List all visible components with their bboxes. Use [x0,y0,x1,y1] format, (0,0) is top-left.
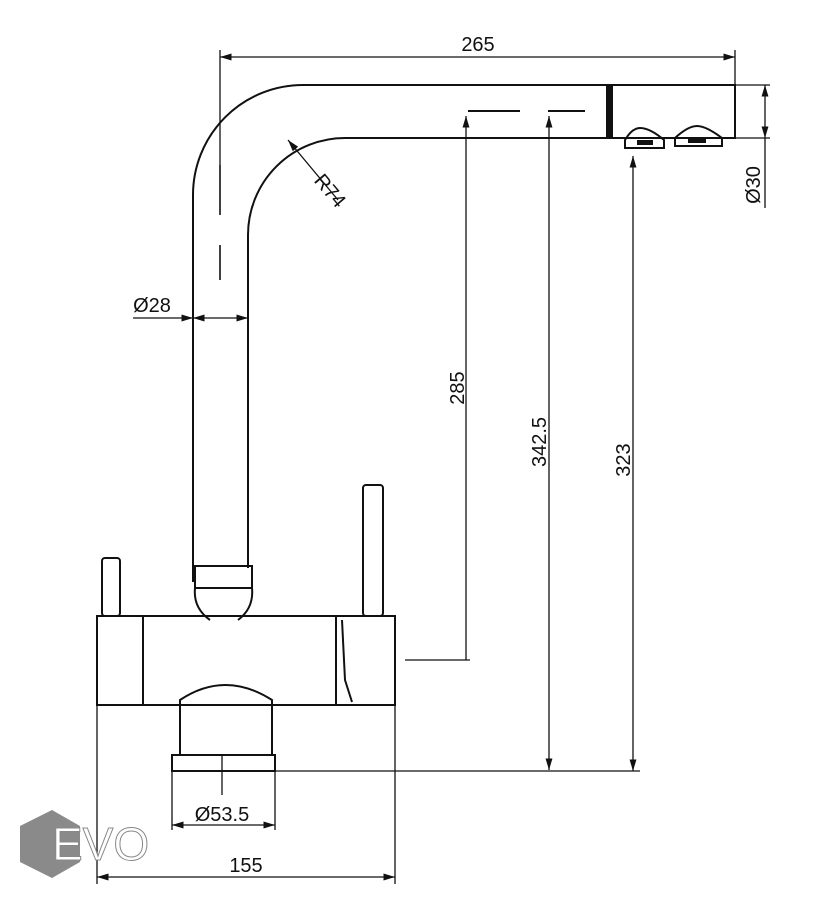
dimension-bend-radius: R74 [287,139,350,212]
label-d28: Ø28 [133,295,171,317]
dimension-285: 285 [405,116,470,661]
dimension-shank-diameter: Ø53.5 [171,771,276,830]
dimension-column-diameter: Ø28 [133,295,248,322]
label-d53-5: Ø53.5 [195,804,249,826]
nozzle-icon [624,126,665,149]
spout-head [606,84,736,149]
evo-logo: EVO [20,810,150,878]
right-handle [362,484,384,617]
label-155: 155 [229,855,262,877]
shank [171,704,276,795]
column-collar [193,565,254,621]
label-285: 285 [447,371,469,404]
left-handle [101,557,121,617]
dimension-body-width: 155 [96,705,396,884]
label-r74: R74 [309,170,349,212]
logo-text: EVO [52,818,149,870]
label-323: 323 [613,443,635,476]
dimension-head-diameter: Ø30 [735,84,770,208]
spout [192,84,607,582]
label-d30: Ø30 [743,166,765,204]
dimension-342-5: 342.5 [529,116,553,770]
label-265: 265 [461,34,494,56]
faucet-body [96,615,396,706]
dimension-spout-reach: 265 [219,34,736,165]
label-342-5: 342.5 [529,417,551,467]
dimension-323: 323 [275,156,640,772]
nozzle-icon [674,124,723,147]
